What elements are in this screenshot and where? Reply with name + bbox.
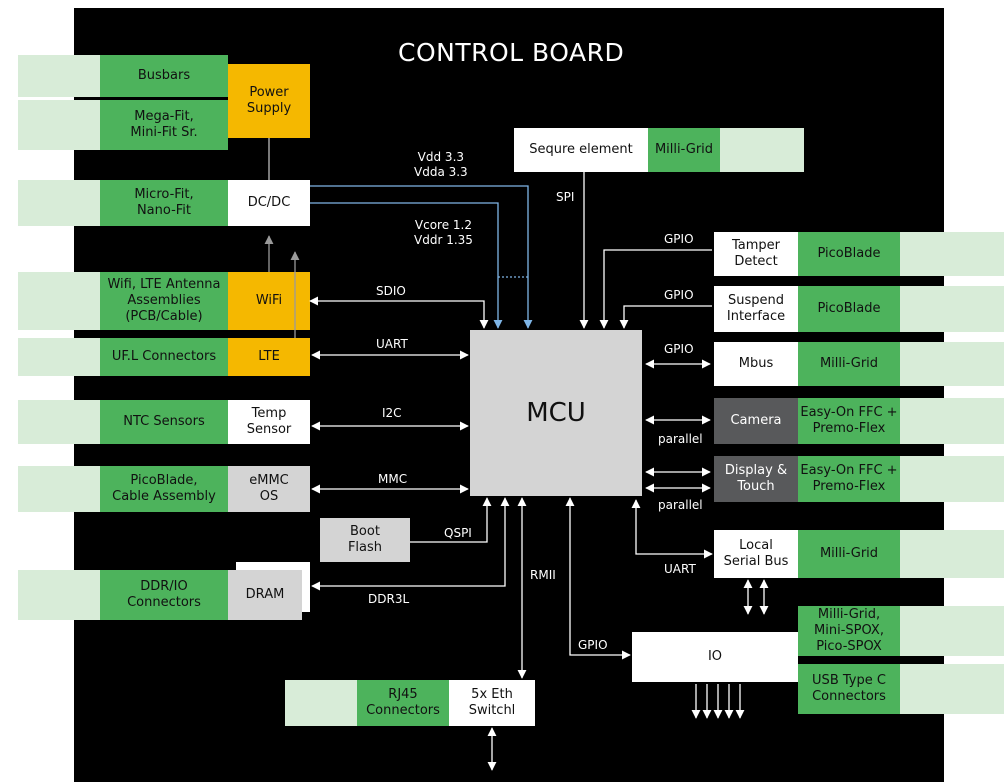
milligrid-io-photo: [900, 606, 1004, 656]
ufl-photo: [18, 338, 100, 376]
secure-element-block: Sequre element: [514, 128, 648, 172]
milligrid-serial-label: Milli-Grid: [798, 530, 900, 578]
camera-block: Camera: [714, 398, 798, 444]
milligrid-io-label: Milli-Grid, Mini-SPOX, Pico-SPOX: [798, 606, 900, 656]
vdd-line: [310, 185, 533, 329]
rmii-label: RMII: [530, 568, 556, 582]
ntc-photo: [18, 400, 100, 444]
picoblade-suspend-photo: [900, 286, 1004, 332]
parallel-display-label: parallel: [658, 498, 703, 512]
rj45-photo: [285, 680, 357, 726]
io-block: IO: [632, 632, 798, 682]
tamper-detect-block: Tamper Detect: [714, 232, 798, 276]
mbus-block: Mbus: [714, 342, 798, 386]
spi-label: SPI: [556, 190, 575, 204]
megafit-label: Mega-Fit, Mini-Fit Sr.: [100, 100, 228, 150]
vcore-label: Vcore 1.2 Vddr 1.35: [414, 218, 473, 247]
parallel-camera-label: parallel: [658, 432, 703, 446]
qspi-label: QSPI: [444, 526, 472, 540]
vcore-line: [310, 202, 503, 329]
i2c-label: I2C: [382, 406, 402, 420]
microfit-photo: [18, 180, 100, 226]
vdd-label: Vdd 3.3 Vdda 3.3: [414, 150, 468, 179]
easyon-camera-photo: [900, 398, 1004, 444]
picoblade-tamper-photo: [900, 232, 1004, 276]
easyon-display-photo: [900, 456, 1004, 502]
ufl-label: UF.L Connectors: [100, 338, 228, 376]
gpio-io-line: [565, 497, 631, 660]
busbars-label: Busbars: [100, 55, 228, 97]
milligrid-mbus-label: Milli-Grid: [798, 342, 900, 386]
uart-right-label: UART: [664, 562, 696, 576]
sdio-label: SDIO: [376, 284, 406, 298]
gpio-suspend-label: GPIO: [664, 288, 694, 302]
easyon-camera-label: Easy-On FFC + Premo-Flex: [798, 398, 900, 444]
microfit-label: Micro-Fit, Nano-Fit: [100, 180, 228, 226]
power-supply-block: Power Supply: [228, 64, 310, 138]
local-serial-bus-block: Local Serial Bus: [714, 530, 798, 578]
milligrid-secure-label: Milli-Grid: [648, 128, 720, 172]
rj45-label: RJ45 Connectors: [357, 680, 449, 726]
megafit-photo: [18, 100, 100, 150]
uart-left-label: UART: [376, 337, 408, 351]
diagram-title: CONTROL BOARD: [398, 38, 625, 67]
wifi-block: WiFi: [228, 272, 310, 330]
dcdc-block: DC/DC: [228, 180, 310, 226]
busbars-photo: [18, 55, 100, 97]
mcu-block: MCU: [470, 330, 642, 496]
display-touch-block: Display & Touch: [714, 456, 798, 502]
easyon-display-label: Easy-On FFC + Premo-Flex: [798, 456, 900, 502]
gpio-io-label: GPIO: [578, 638, 608, 652]
eth-switch-block: 5x Eth Switchl: [449, 680, 535, 726]
gpio-mbus-label: GPIO: [664, 342, 694, 356]
sdio-line: [309, 296, 489, 329]
gpio-suspend-line: [619, 305, 712, 329]
milligrid-mbus-photo: [900, 342, 1004, 386]
gpio-tamper-line: [599, 249, 712, 329]
ddr3l-line: [311, 497, 510, 591]
mmc-label: MMC: [378, 472, 408, 486]
ddr-io-label: DDR/IO Connectors: [100, 570, 228, 620]
antenna-photo: [18, 272, 100, 330]
picoblade-cable-label: PicoBlade, Cable Assembly: [100, 466, 228, 512]
picoblade-suspend-label: PicoBlade: [798, 286, 900, 332]
picoblade-tamper-label: PicoBlade: [798, 232, 900, 276]
milligrid-serial-photo: [900, 530, 1004, 578]
usbc-label: USB Type C Connectors: [798, 664, 900, 714]
temp-sensor-block: Temp Sensor: [228, 400, 310, 444]
milligrid-secure-photo: [720, 128, 804, 172]
ntc-label: NTC Sensors: [100, 400, 228, 444]
dram-block: DRAM: [228, 570, 302, 620]
picoblade-cable-photo: [18, 466, 100, 512]
suspend-interface-block: Suspend Interface: [714, 286, 798, 332]
uart-right-line: [631, 499, 713, 559]
usbc-photo: [900, 664, 1004, 714]
lte-block: LTE: [228, 338, 310, 376]
ddr3l-label: DDR3L: [368, 592, 410, 606]
emmc-block: eMMC OS: [228, 466, 310, 512]
gpio-tamper-label: GPIO: [664, 232, 694, 246]
wifi-antenna-label: Wifi, LTE Antenna Assemblies (PCB/Cable): [100, 272, 228, 330]
ddr-io-photo: [18, 570, 100, 620]
